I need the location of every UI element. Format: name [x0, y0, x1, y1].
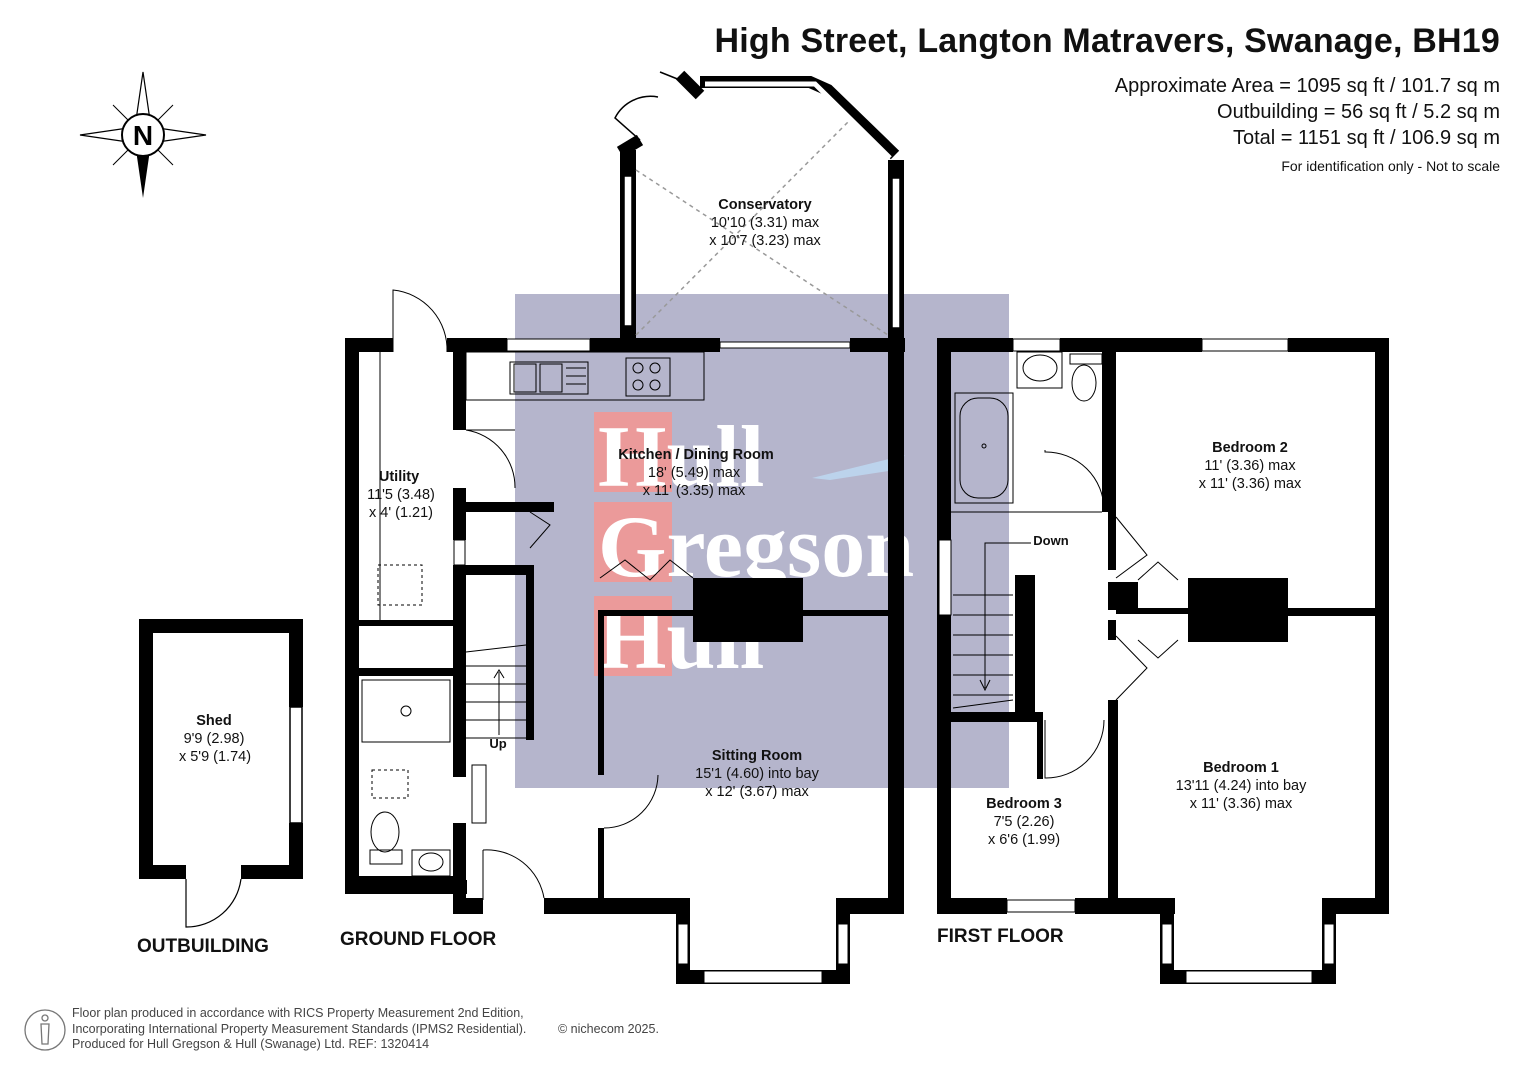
footer-line-3: Produced for Hull Gregson & Hull (Swanag… — [72, 1037, 430, 1051]
outbuilding-area: Outbuilding = 56 sq ft / 5.2 sq m — [1217, 101, 1500, 123]
footer-line-1: Floor plan produced in accordance with R… — [72, 1006, 524, 1020]
approximate-area: Approximate Area = 1095 sq ft / 101.7 sq… — [1114, 75, 1500, 97]
kitchen-fittings — [361, 289, 851, 984]
copyright: © nichecom 2025. — [558, 1022, 659, 1036]
conservatory-frame — [614, 70, 901, 336]
watermark-line-1: Hull — [598, 409, 764, 506]
compass-icon: N — [79, 71, 207, 198]
page-title: High Street, Langton Matravers, Swanage,… — [714, 22, 1500, 60]
footer-text: Floor plan produced in accordance with R… — [72, 1006, 526, 1053]
scale-note: For identification only - Not to scale — [1281, 158, 1500, 174]
total-area: Total = 1151 sq ft / 106.9 sq m — [1232, 127, 1500, 149]
first-floor-fittings — [938, 338, 1335, 984]
compass-label: N — [133, 120, 153, 151]
shed-walls — [139, 619, 303, 928]
footer-line-2: Incorporating International Property Mea… — [72, 1021, 527, 1036]
first-floor-walls — [937, 338, 1389, 984]
watermark: Hull Gregson Hull — [515, 294, 1009, 788]
